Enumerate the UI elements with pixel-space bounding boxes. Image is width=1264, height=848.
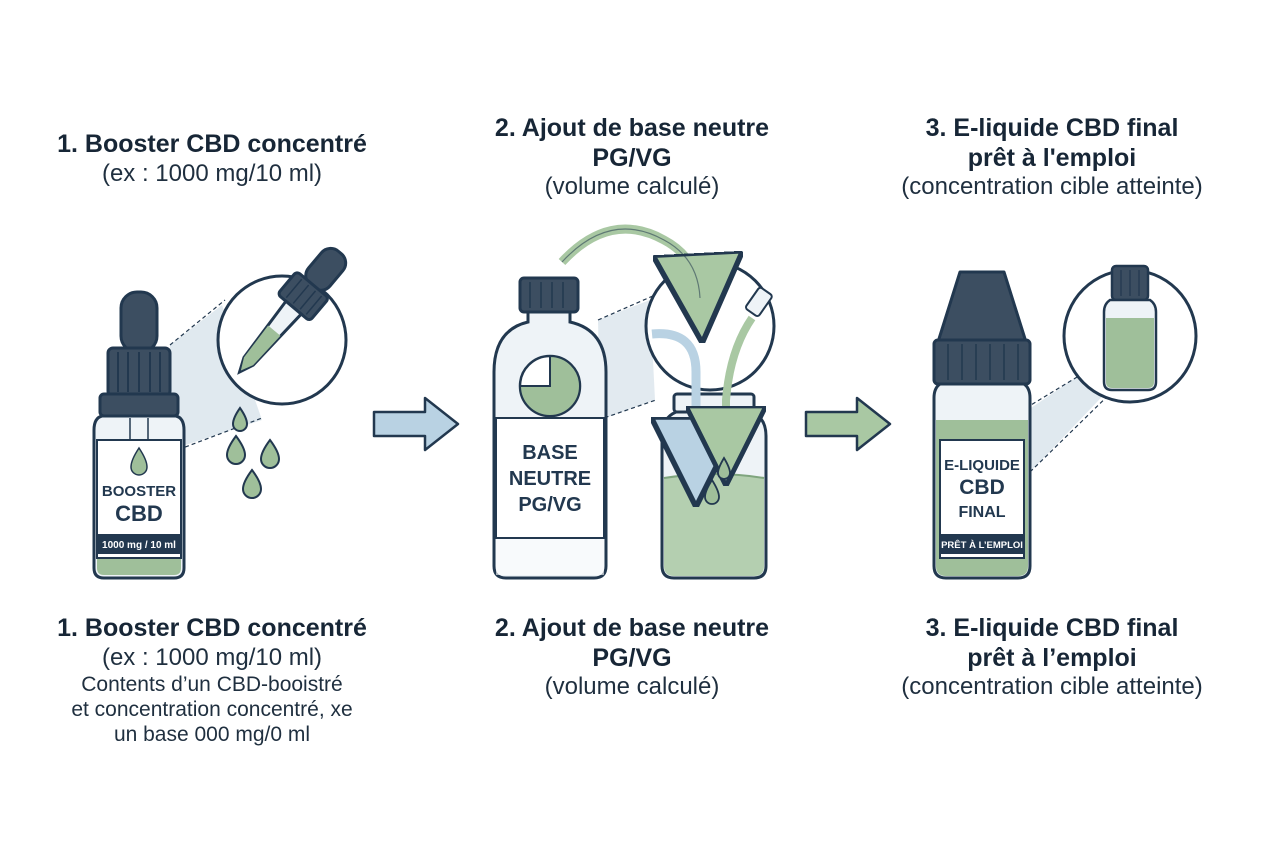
droplet-icon [225,434,247,465]
step3-subtitle: (concentration cible atteinte) [901,173,1203,200]
step2-bottom-title-line2: PG/VG [592,643,672,672]
step1-title: 1. Booster CBD concentré [57,130,367,158]
step1-bottom-caption: 1. Booster CBD concentré (ex : 1000 mg/1… [12,614,412,747]
droplet-icon [704,478,720,505]
final-label-line2: CBD [959,476,1005,499]
step2-top-caption: 2. Ajout de base neutre PG/VG (volume ca… [432,114,832,201]
booster-dose-badge: 1000 mg / 10 ml [102,540,176,551]
step1-bottom-subtitle: (ex : 1000 mg/10 ml) [101,643,323,671]
dropper-magnifier-icon [216,246,348,499]
step1-note-line2: et concentration concentré, xe [71,698,353,721]
step3-title: 3. E-liquide CBD final [925,114,1179,142]
step3-bottom-subtitle: (concentration cible atteinte) [901,673,1203,700]
step3-title-line2: prêt à l'emploi [967,143,1137,172]
step3-bottom-title-line2: prêt à l’emploi [967,643,1137,672]
step2-bottom-title: 2. Ajout de base neutre [494,614,770,642]
step2-title: 2. Ajout de base neutre [494,114,770,142]
step1-note-line3: un base 000 mg/0 ml [113,723,311,747]
step1-top-caption: 1. Booster CBD concentré (ex : 1000 mg/1… [12,130,412,188]
base-label-line2: NEUTRE [509,468,591,490]
droplet-icon [717,456,731,480]
step2-bottom-caption: 2. Ajout de base neutre PG/VG (volume ca… [432,614,832,701]
final-label-line1: E-LIQUIDE [944,457,1020,474]
droplet-icon [241,468,263,499]
base-label-line3: PG/VG [518,494,581,516]
step3-bottom-title: 3. E-liquide CBD final [925,614,1179,642]
step2-subtitle: (volume calculé) [544,173,720,200]
magnifier-circle-icon [644,260,776,392]
final-badge: PRÊT À L’EMPLOI [941,539,1023,551]
step1-bottom-title: 1. Booster CBD concentré [57,614,367,642]
base-label-line1: BASE [522,442,578,464]
final-magnifier-icon [1062,264,1198,404]
step2-title-line2: PG/VG [592,143,672,172]
step1-note-line1: Contents d’un CBD-booistré [81,672,343,696]
booster-label-line1: BOOSTER [102,483,176,500]
arrow-right-icon [804,396,892,452]
step3-bottom-caption: 3. E-liquide CBD final prêt à l’emploi (… [852,614,1252,701]
booster-bottle-icon: BOOSTER CBD 1000 mg / 10 ml [92,290,263,580]
booster-label-line2: CBD [115,501,163,526]
mixing-jar-icon [558,224,776,580]
step1-subtitle: (ex : 1000 mg/10 ml) [101,159,323,187]
final-label-line3: FINAL [958,504,1005,521]
droplet-icon [130,446,148,476]
droplet-icon [231,406,249,432]
base-bottle-icon: BASE NEUTRE PG/VG [492,276,663,580]
final-bottle-icon: E-LIQUIDE CBD FINAL PRÊT À L’EMPLOI [932,270,1123,580]
step2-bottom-subtitle: (volume calculé) [544,673,720,700]
step3-top-caption: 3. E-liquide CBD final prêt à l'emploi (… [852,114,1252,201]
droplet-icon [259,438,281,469]
arrow-right-icon [372,396,460,452]
